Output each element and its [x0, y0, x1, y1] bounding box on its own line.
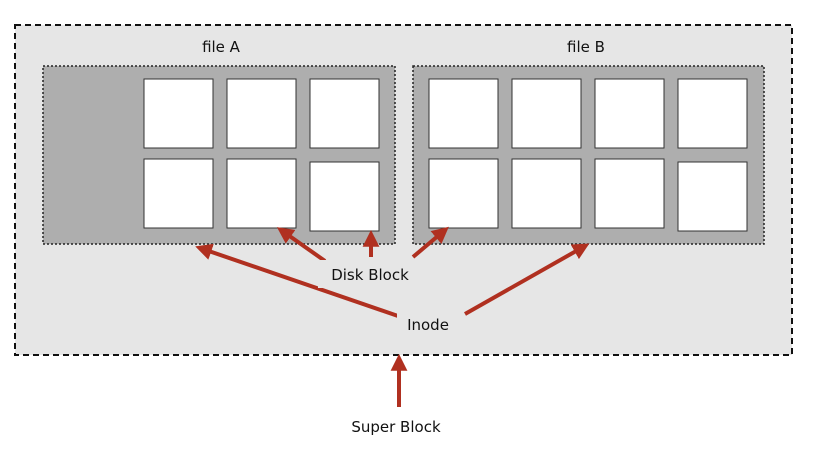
inode-arrow [195, 243, 399, 318]
super-block-label: Super Block [351, 418, 441, 436]
disk-block [511, 78, 582, 149]
disk-block [594, 78, 665, 149]
disk-block [594, 158, 665, 229]
disk-block-label: Disk Block [331, 266, 409, 284]
disk-block-arrow [276, 227, 327, 263]
disk-block [143, 78, 214, 149]
disk-block [143, 158, 214, 229]
disk-block-label-bg [318, 260, 412, 288]
file-a-label: file A [202, 38, 241, 56]
disk-block-arrow [411, 226, 449, 259]
disk-block [309, 78, 380, 149]
file-b-disk-blocks [428, 78, 748, 232]
disk-block [309, 161, 380, 232]
disk-block [677, 161, 748, 232]
inode-label: Inode [407, 316, 449, 334]
file-b-label: file B [567, 38, 605, 56]
file-a-disk-blocks [143, 78, 380, 232]
disk-block [428, 78, 499, 149]
inode-label-bg [397, 310, 457, 338]
disk-block [511, 158, 582, 229]
disk-block [226, 158, 297, 229]
disk-block [677, 78, 748, 149]
inode-arrow [464, 243, 590, 316]
disk-block [428, 158, 499, 229]
disk-block [226, 78, 297, 149]
